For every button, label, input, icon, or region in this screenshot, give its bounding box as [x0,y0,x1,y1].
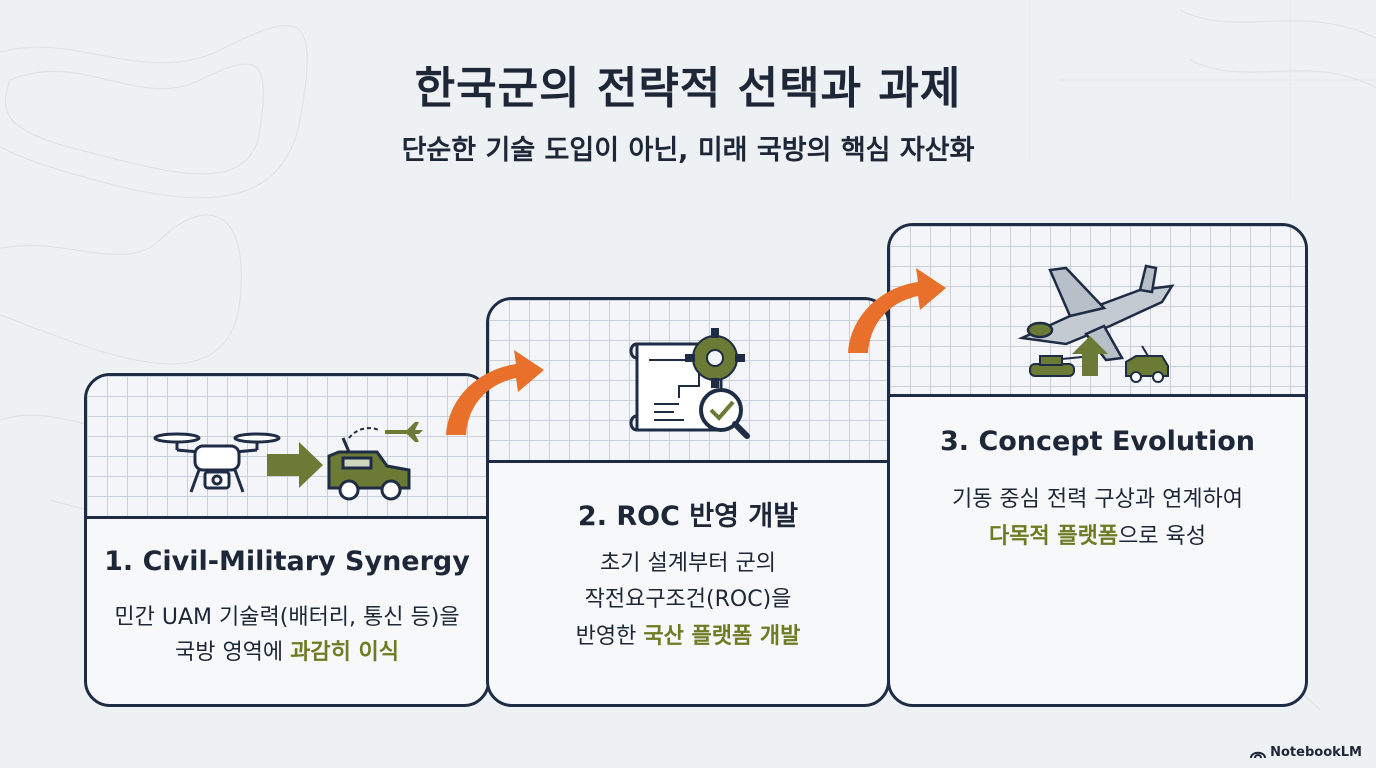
armored-vehicle-icon [1125,345,1169,383]
card-description-line: 작전요구조건(ROC)을 [584,587,792,612]
brand-label: NotebookLM [1270,745,1362,760]
gear-icon [685,328,745,388]
card-title: 3. Concept Evolution [940,426,1255,457]
card-description-line: 민간 UAM 기술력(배터리, 통신 등)을 [114,605,460,630]
card-highlight-text: 국산 플랫폼 개발 [643,624,801,649]
card-roc-development: 2. ROC 반영 개발 초기 설계부터 군의 작전요구조건(ROC)을 반영한… [486,297,890,707]
arrow-right-icon [267,442,323,488]
card-highlight-text: 과감히 이식 [290,640,400,665]
card-text: 반영한 [575,624,644,649]
card-title: 1. Civil-Military Synergy [104,546,470,577]
drone-icon [153,432,281,493]
tank-icon [1029,355,1083,377]
card-highlight-text: 다목적 플랫폼 [988,524,1119,549]
card-description-line: 반영한 국산 플랫폼 개발 [489,618,887,650]
arrow-up-icon [1072,336,1108,376]
airplane-icon [348,422,423,442]
fighter-jet-icon [1017,264,1175,362]
card-civil-military-synergy: 1. Civil-Military Synergy 민간 UAM 기술력(배터리… [84,373,490,707]
curved-arrow-icon [848,268,946,353]
card-illustration [489,300,887,463]
card-text: 국방 영역에 [174,640,291,665]
card-description-line: 초기 설계부터 군의 [600,551,776,576]
card-concept-evolution: 3. Concept Evolution 기동 중심 전력 구상과 연계하여 다… [887,223,1308,707]
brand-watermark: NotebookLM [1250,745,1362,760]
page-title: 한국군의 전략적 선택과 과제 [414,63,962,114]
card-description-line: 다목적 플랫폼으로 육성 [890,518,1305,550]
curved-arrow-icon [446,350,544,435]
card-text: 으로 육성 [1118,524,1207,549]
card-description-line: 국방 영역에 과감히 이식 [87,634,487,666]
card-title: 2. ROC 반영 개발 [577,501,799,532]
card-illustration [890,226,1305,397]
notebooklm-icon [1250,751,1267,758]
magnifier-check-icon [699,388,750,439]
military-vehicle-icon [327,437,411,501]
card-illustration [87,376,487,519]
card-description-line: 기동 중심 전력 구상과 연계하여 [951,487,1244,512]
page-subtitle: 단순한 기술 도입이 아닌, 미래 국방의 핵심 자산화 [401,135,975,166]
